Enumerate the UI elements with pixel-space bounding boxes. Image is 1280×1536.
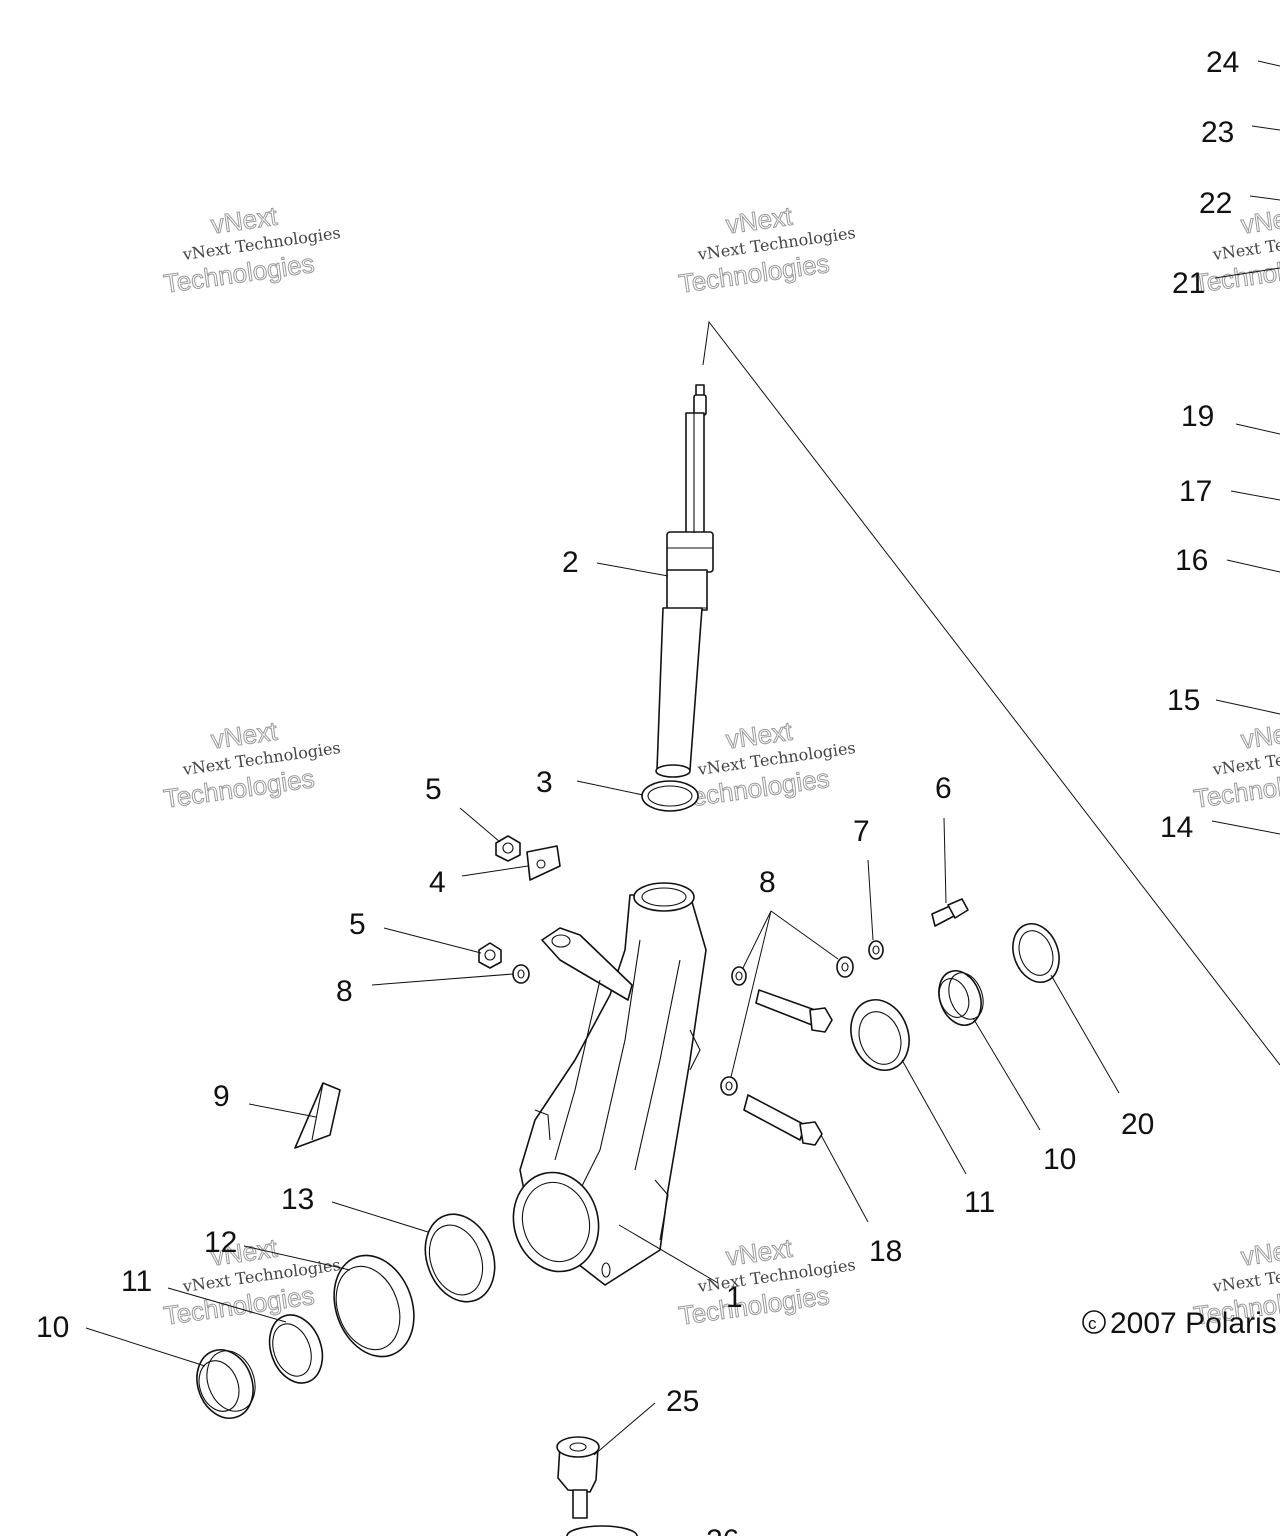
copyright-text: 2007 Polaris [1110,1307,1277,1340]
callout-6: 6 [935,772,952,805]
part-bolt-6 [931,898,969,927]
part-ball-joint [556,1436,638,1536]
callout-11-left: 11 [121,1265,152,1298]
callout-1: 1 [726,1281,743,1314]
callout-9: 9 [213,1080,230,1113]
part-race-12 [333,1254,415,1358]
part-washer-8a [836,956,854,978]
copyright-c-letter: c [1088,1314,1097,1333]
leader-lines [85,562,1120,1456]
part-wedge [294,1082,341,1149]
callout-16: 16 [1175,544,1208,577]
callout-2: 2 [562,546,579,579]
watermark-6: vNext vNext Technologies Technologies [676,1232,856,1331]
watermark-3: vNext vNext Technologies Technologies [161,715,341,814]
callout-12: 12 [204,1226,237,1259]
part-race-11-right [850,999,910,1071]
callout-24: 24 [1206,46,1239,79]
callout-25: 25 [666,1385,699,1418]
part-clip [526,845,561,881]
part-seal-20 [1012,923,1060,983]
part-washer-8c [720,1076,738,1096]
callout-5-upper: 5 [425,773,442,806]
part-shock-strut [655,384,714,778]
callout-17: 17 [1179,475,1212,508]
callout-13: 13 [281,1183,314,1216]
callout-10-right: 10 [1043,1143,1076,1176]
callout-23: 23 [1201,116,1234,149]
callout-26: 26 [706,1524,739,1536]
callout-8-right: 8 [759,866,776,899]
callout-18: 18 [869,1235,902,1268]
watermark-5: vNext vNext Technologies Technologies [161,1232,341,1331]
right-edge-leaders [1211,60,1280,835]
part-nut-lower [478,942,502,969]
copyright-notice: c 2007 Polaris [1082,1307,1277,1340]
part-bolt-lower [743,1094,823,1146]
part-seal-13 [424,1213,496,1303]
part-race-11-left [268,1314,324,1384]
callout-7: 7 [853,815,870,848]
callout-15: 15 [1167,684,1200,717]
watermark-1: vNext vNext Technologies Technologies [161,200,341,299]
watermark-2: vNext vNext Technologies Technologies [676,200,856,299]
copyright-circle-icon [1082,1310,1106,1334]
callout-4: 4 [429,866,446,899]
callout-5-lower: 5 [349,908,366,941]
callout-3: 3 [536,766,553,799]
part-o-ring [641,780,699,812]
part-steering-knuckle [512,882,707,1286]
callout-numbers: 24 23 22 21 19 17 16 15 14 2 3 5 4 5 8 6… [36,46,1239,1536]
part-bearing-10-right [938,970,984,1026]
callout-22: 22 [1199,187,1232,220]
callout-8-left: 8 [336,975,353,1008]
assembly-bracket-line [702,320,1280,1066]
callout-10-left: 10 [36,1311,69,1344]
part-washer-7 [868,940,884,960]
callout-11-right: 11 [964,1186,995,1219]
watermark-vnext: vNext [1239,201,1280,240]
part-washer-left [512,964,530,984]
callout-14: 14 [1160,811,1193,844]
part-washer-8b [731,966,747,986]
callout-19: 19 [1181,400,1214,433]
part-nut-upper [495,835,521,862]
watermark-vnext: vNext [1239,716,1280,755]
watermark-vnext: vNext [1239,1233,1280,1272]
callout-20: 20 [1121,1108,1154,1141]
part-bearing-10-left [196,1349,256,1419]
watermark-8: vNext vNext Technologies Technologies [1191,715,1280,814]
part-bolt-upper [755,989,833,1033]
callout-21: 21 [1172,267,1205,300]
